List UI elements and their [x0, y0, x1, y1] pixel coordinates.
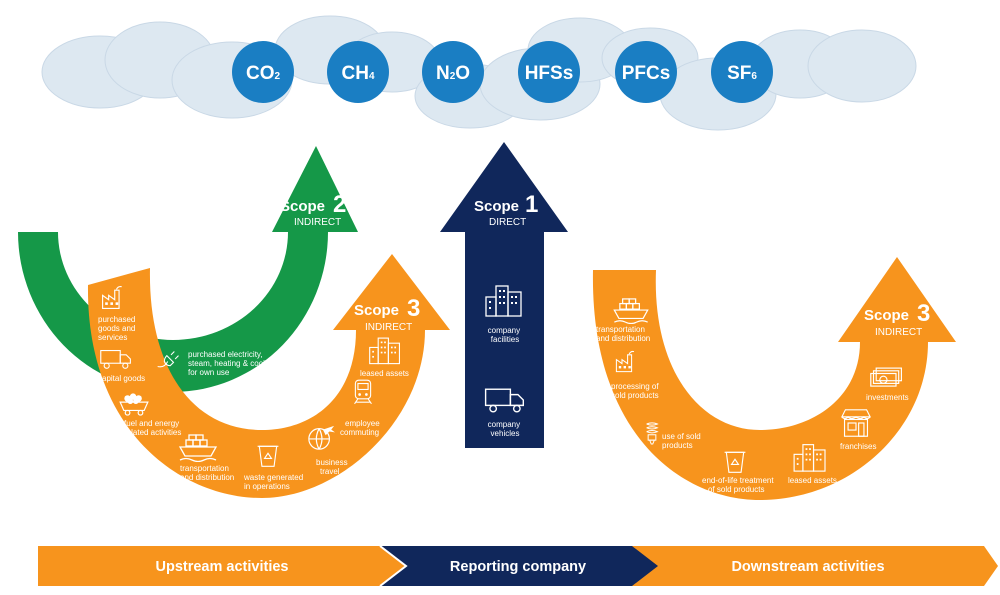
- upstream-activity-label: employee commuting: [340, 419, 382, 437]
- scope1-activity-label: company vehicles: [488, 420, 523, 438]
- gas-circle: [711, 41, 773, 103]
- gas-label: CO2: [246, 63, 281, 84]
- downstream-activity-label: investments: [866, 393, 909, 402]
- gas-sf6: SF6: [711, 41, 773, 103]
- gas-hfss: HFSs: [518, 41, 580, 103]
- gas-ch4: CH4: [327, 41, 389, 103]
- gas-circle: [615, 41, 677, 103]
- gas-label: SF6: [727, 63, 757, 84]
- reporting-company-band: [380, 546, 658, 586]
- gas-label: HFSs: [525, 63, 574, 84]
- scope3-upstream-number: 3: [407, 295, 420, 322]
- upstream-activity-label: transportation and distribution: [180, 464, 234, 482]
- scope1-type: DIRECT: [489, 217, 526, 228]
- gas-label: N2O: [436, 63, 470, 84]
- scope2-label: Scope 2 INDIRECT: [280, 191, 346, 228]
- scope1-number: 1: [525, 191, 538, 218]
- scope3-upstream-word: Scope: [354, 302, 399, 319]
- gas-label: CH4: [341, 63, 374, 84]
- downstream-activity-label: transportation and distribution: [596, 325, 650, 343]
- scope2-activity: purchased electricity, steam, heating & …: [157, 350, 278, 377]
- scope1-label: Scope 1 DIRECT: [474, 191, 538, 228]
- downstream-activities: transportation and distribution processi…: [596, 298, 909, 494]
- scope1-word: Scope: [474, 198, 519, 215]
- upstream-activity-label: purchased goods and services: [98, 315, 138, 342]
- gas-co2: CO2: [232, 41, 294, 103]
- greenhouse-gases: CO2 CH4 N2O HFSs PFCs SF6: [232, 41, 773, 103]
- downstream-activity-label: end-of-life treatment of sold products: [702, 476, 776, 494]
- scope3-downstream-arrow: [592, 257, 956, 500]
- scope3-upstream-arrow: [87, 254, 450, 498]
- upstream-activity-label: waste generated in operations: [243, 473, 305, 491]
- upstream-activity-label: capital goods: [98, 374, 145, 383]
- scope3-upstream-type: INDIRECT: [365, 322, 412, 333]
- scope1-activity-label: company facilities: [488, 326, 523, 344]
- downstream-band-label: Downstream activities: [731, 559, 884, 575]
- upstream-activity-label: business travel: [316, 458, 350, 476]
- scope3-downstream-number: 3: [917, 300, 930, 327]
- downstream-activity-label: processing of sold products: [611, 382, 661, 400]
- downstream-activity-label: leased assets: [788, 476, 837, 485]
- gas-circle: [232, 41, 294, 103]
- gas-n2o: N2O: [422, 41, 484, 103]
- gas-circle: [422, 41, 484, 103]
- scope3-downstream-word: Scope: [864, 307, 909, 324]
- upstream-activity-label: fuel and energy related activities: [124, 419, 181, 437]
- gas-circle: [327, 41, 389, 103]
- upstream-band-label: Upstream activities: [156, 559, 289, 575]
- upstream-activities: purchased goods and services capital goo…: [98, 285, 409, 491]
- scope1-arrow: [440, 142, 568, 448]
- scope3-downstream-type: INDIRECT: [875, 327, 922, 338]
- upstream-activity-label: leased assets: [360, 369, 409, 378]
- scope2-activity-label: purchased electricity, steam, heating & …: [188, 350, 278, 377]
- scope3-downstream-label: Scope 3 INDIRECT: [864, 300, 930, 338]
- gas-pfcs: PFCs: [615, 41, 677, 103]
- gas-circle: [518, 41, 580, 103]
- scope1-activities: company facilities company vehicles: [484, 285, 525, 438]
- scope3-upstream-label: Scope 3 INDIRECT: [354, 295, 420, 333]
- scope2-word: Scope: [280, 198, 325, 215]
- activity-band: Upstream activities Reporting company Do…: [38, 545, 998, 587]
- scope2-type: INDIRECT: [294, 217, 341, 228]
- downstream-activity-label: use of sold products: [662, 432, 703, 450]
- downstream-activity-label: franchises: [840, 442, 876, 451]
- gas-label: PFCs: [622, 63, 671, 84]
- reporting-band-label: Reporting company: [450, 559, 586, 575]
- scope2-number: 2: [333, 191, 346, 218]
